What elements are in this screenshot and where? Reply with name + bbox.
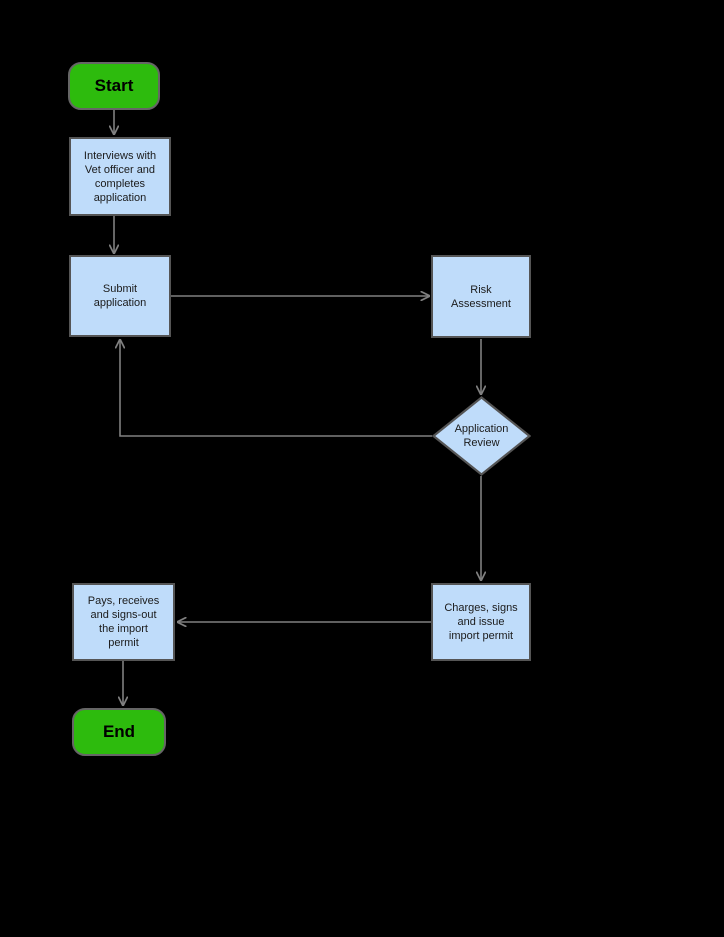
diamond-shape [432,396,531,476]
node-charges-label: Charges, signs and issue import permit [444,602,518,642]
edge-review-submit [120,340,432,437]
node-pays-label: Pays, receives and signs-out the import … [87,595,160,649]
node-start[interactable]: Start [68,62,160,110]
node-submit-application-label: Submit application [93,283,147,309]
node-interviews-label: Interviews with Vet officer and complete… [83,149,157,204]
node-risk-assessment[interactable]: Risk Assessment [431,255,531,338]
node-pays[interactable]: Pays, receives and signs-out the import … [72,583,175,661]
node-submit-application[interactable]: Submit application [69,255,171,337]
node-risk-assessment-label: Risk Assessment [451,283,511,310]
node-start-label: Start [94,76,134,95]
node-application-review-label: Application Review [454,423,509,449]
node-application-review[interactable]: Application Review [432,396,531,476]
node-charges[interactable]: Charges, signs and issue import permit [431,583,531,661]
node-end-label: End [102,722,136,741]
node-interviews[interactable]: Interviews with Vet officer and complete… [69,137,171,216]
node-end[interactable]: End [72,708,166,756]
